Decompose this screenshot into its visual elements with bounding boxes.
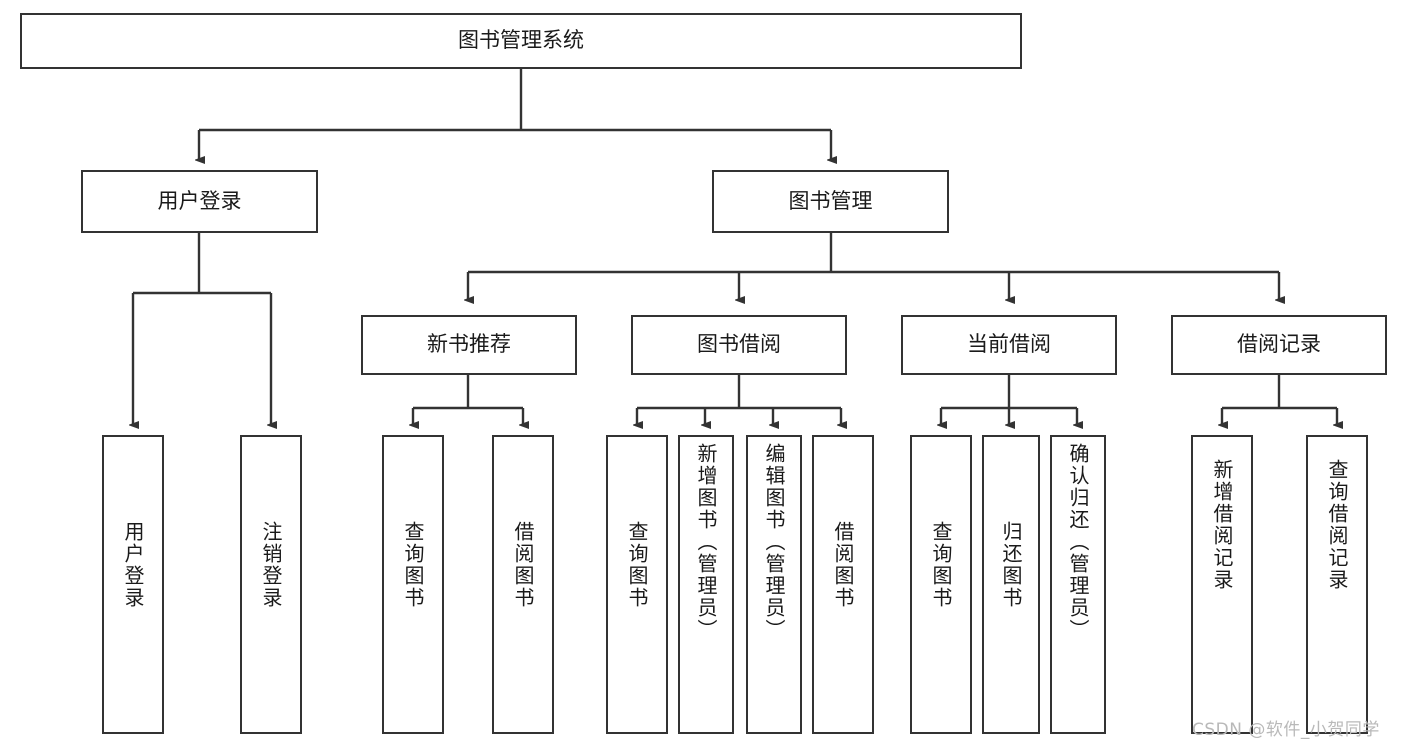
node-label: 查询借阅记录 bbox=[1325, 459, 1349, 591]
node-label: 查询图书 bbox=[401, 521, 425, 609]
leaf-confirm-return-admin[interactable]: 确认归还（管理员） bbox=[1050, 435, 1106, 734]
node-label: 查询图书 bbox=[625, 521, 649, 609]
leaf-query-borrow-record[interactable]: 查询借阅记录 bbox=[1306, 435, 1368, 734]
node-label: 图书管理系统 bbox=[458, 28, 584, 53]
node-label: 新增图书（管理员） bbox=[694, 443, 718, 641]
leaf-edit-book-admin[interactable]: 编辑图书（管理员） bbox=[746, 435, 802, 734]
node-label: 借阅图书 bbox=[831, 521, 855, 609]
leaf-borrow-book-recommend[interactable]: 借阅图书 bbox=[492, 435, 554, 734]
node-label: 图书借阅 bbox=[697, 332, 781, 357]
csdn-watermark: CSDN @软件_小贺同学 bbox=[1192, 720, 1380, 740]
node-label: 当前借阅 bbox=[967, 332, 1051, 357]
node-label: 新增借阅记录 bbox=[1210, 459, 1234, 591]
node-label: 归还图书 bbox=[999, 521, 1023, 609]
leaf-query-book-borrow[interactable]: 查询图书 bbox=[606, 435, 668, 734]
node-label: 查询图书 bbox=[929, 521, 953, 609]
leaf-logout[interactable]: 注销登录 bbox=[240, 435, 302, 734]
node-label: 图书管理 bbox=[788, 188, 873, 213]
node-label: 新书推荐 bbox=[427, 332, 511, 357]
node-label: 用户登录 bbox=[121, 521, 145, 609]
node-new-book-recommend[interactable]: 新书推荐 bbox=[361, 315, 577, 375]
node-current-borrow[interactable]: 当前借阅 bbox=[901, 315, 1117, 375]
node-label: 编辑图书（管理员） bbox=[762, 443, 786, 641]
node-user-login[interactable]: 用户登录 bbox=[81, 170, 318, 233]
leaf-borrow-book[interactable]: 借阅图书 bbox=[812, 435, 874, 734]
node-root-system[interactable]: 图书管理系统 bbox=[20, 13, 1022, 69]
leaf-add-borrow-record[interactable]: 新增借阅记录 bbox=[1191, 435, 1253, 734]
node-book-borrow[interactable]: 图书借阅 bbox=[631, 315, 847, 375]
node-label: 注销登录 bbox=[259, 521, 283, 609]
leaf-query-book-current[interactable]: 查询图书 bbox=[910, 435, 972, 734]
node-label: 借阅记录 bbox=[1237, 332, 1321, 357]
leaf-user-login[interactable]: 用户登录 bbox=[102, 435, 164, 734]
leaf-add-book-admin[interactable]: 新增图书（管理员） bbox=[678, 435, 734, 734]
node-label: 用户登录 bbox=[157, 188, 242, 213]
node-label: 确认归还（管理员） bbox=[1066, 443, 1090, 641]
leaf-return-book[interactable]: 归还图书 bbox=[982, 435, 1040, 734]
node-borrow-record[interactable]: 借阅记录 bbox=[1171, 315, 1387, 375]
node-label: 借阅图书 bbox=[511, 521, 535, 609]
leaf-query-book-recommend[interactable]: 查询图书 bbox=[382, 435, 444, 734]
node-book-management[interactable]: 图书管理 bbox=[712, 170, 949, 233]
